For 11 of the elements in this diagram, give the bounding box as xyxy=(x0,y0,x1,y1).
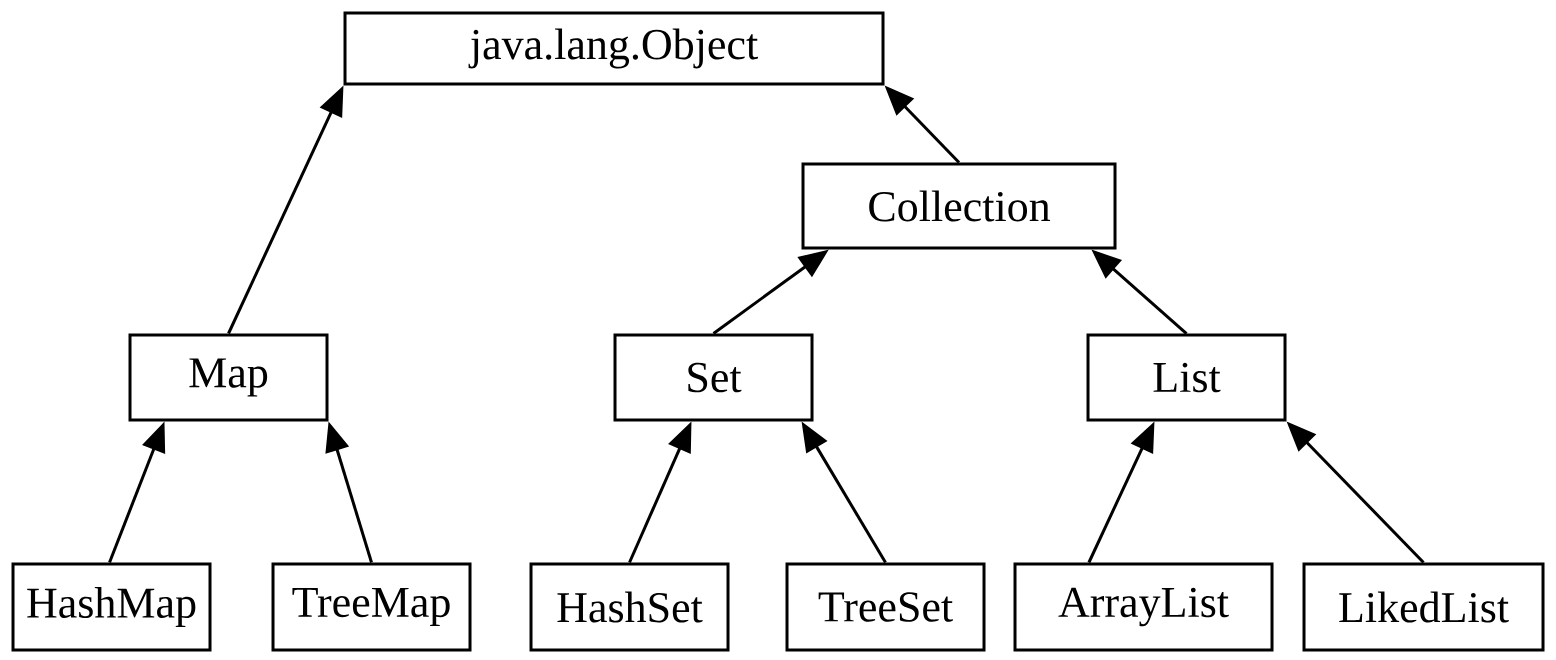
class-box: Map xyxy=(128,333,329,422)
class-box: HashSet xyxy=(529,562,730,652)
class-box: List xyxy=(1086,333,1287,422)
class-box: TreeSet xyxy=(785,562,986,652)
class-box: java.lang.Object xyxy=(343,11,885,86)
class-box: ArrayList xyxy=(1013,562,1274,652)
class-box: Set xyxy=(613,333,814,422)
class-box: Collection xyxy=(801,162,1117,250)
class-box: HashMap xyxy=(11,562,212,652)
class-box: LikedList xyxy=(1302,562,1545,652)
class-box: TreeMap xyxy=(271,562,472,652)
